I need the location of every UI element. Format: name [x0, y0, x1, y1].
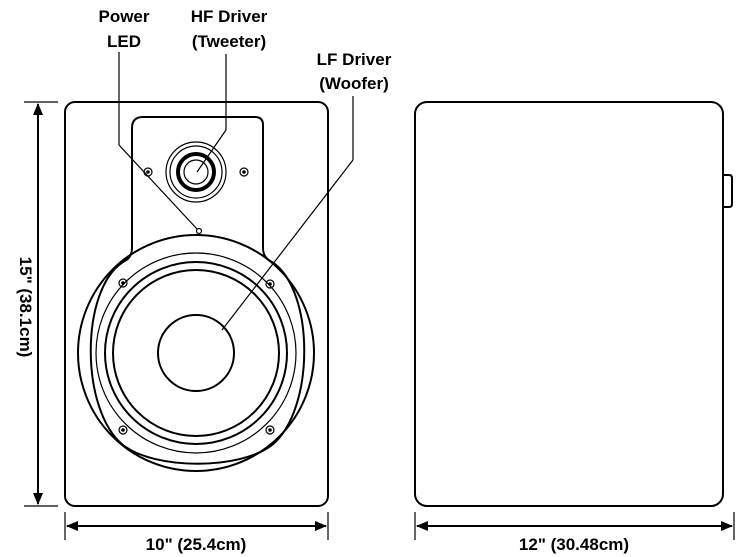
side-cabinet-outline [414, 101, 724, 507]
power-led-label-line2: LED [107, 32, 141, 51]
hf-driver-label-line2: (Tweeter) [192, 32, 266, 51]
front-width-dimension: 10" (25.4cm) [64, 512, 329, 554]
tweeter-waveguide [165, 141, 227, 203]
lf-driver-label-line2: (Woofer) [319, 74, 389, 93]
woofer-ring-2 [95, 252, 297, 454]
tweeter-dome-outer [176, 152, 216, 192]
power-led-label-line1: Power [98, 7, 149, 26]
power-led [195, 227, 203, 235]
side-depth-label: 12" (30.48cm) [519, 535, 629, 554]
height-dimension-label: 15" (38.1cm) [16, 257, 35, 358]
rear-connector-tab [723, 174, 733, 208]
callout-leaders [118, 52, 354, 331]
woofer-ring-4 [112, 269, 280, 437]
woofer-screws [118, 278, 275, 435]
tweeter-screws [143, 167, 249, 177]
hf-driver-label-line1: HF Driver [191, 7, 268, 26]
lf-driver-label-line1: LF Driver [317, 50, 392, 69]
driver-baffle-plate [89, 116, 306, 465]
woofer-outer-ring [77, 234, 315, 472]
height-dimension: 15" (38.1cm) [16, 101, 58, 507]
side-view [414, 101, 733, 507]
woofer-ring-3 [104, 261, 288, 445]
tweeter-dome [183, 159, 209, 185]
front-width-label: 10" (25.4cm) [146, 535, 247, 554]
tweeter [165, 141, 227, 203]
side-depth-dimension: 12" (30.48cm) [414, 512, 735, 554]
woofer-dust-cap [157, 314, 235, 392]
front-view [64, 101, 329, 507]
callout-labels: Power LED HF Driver (Tweeter) LF Driver … [98, 7, 391, 93]
front-cabinet-outline [64, 101, 329, 507]
